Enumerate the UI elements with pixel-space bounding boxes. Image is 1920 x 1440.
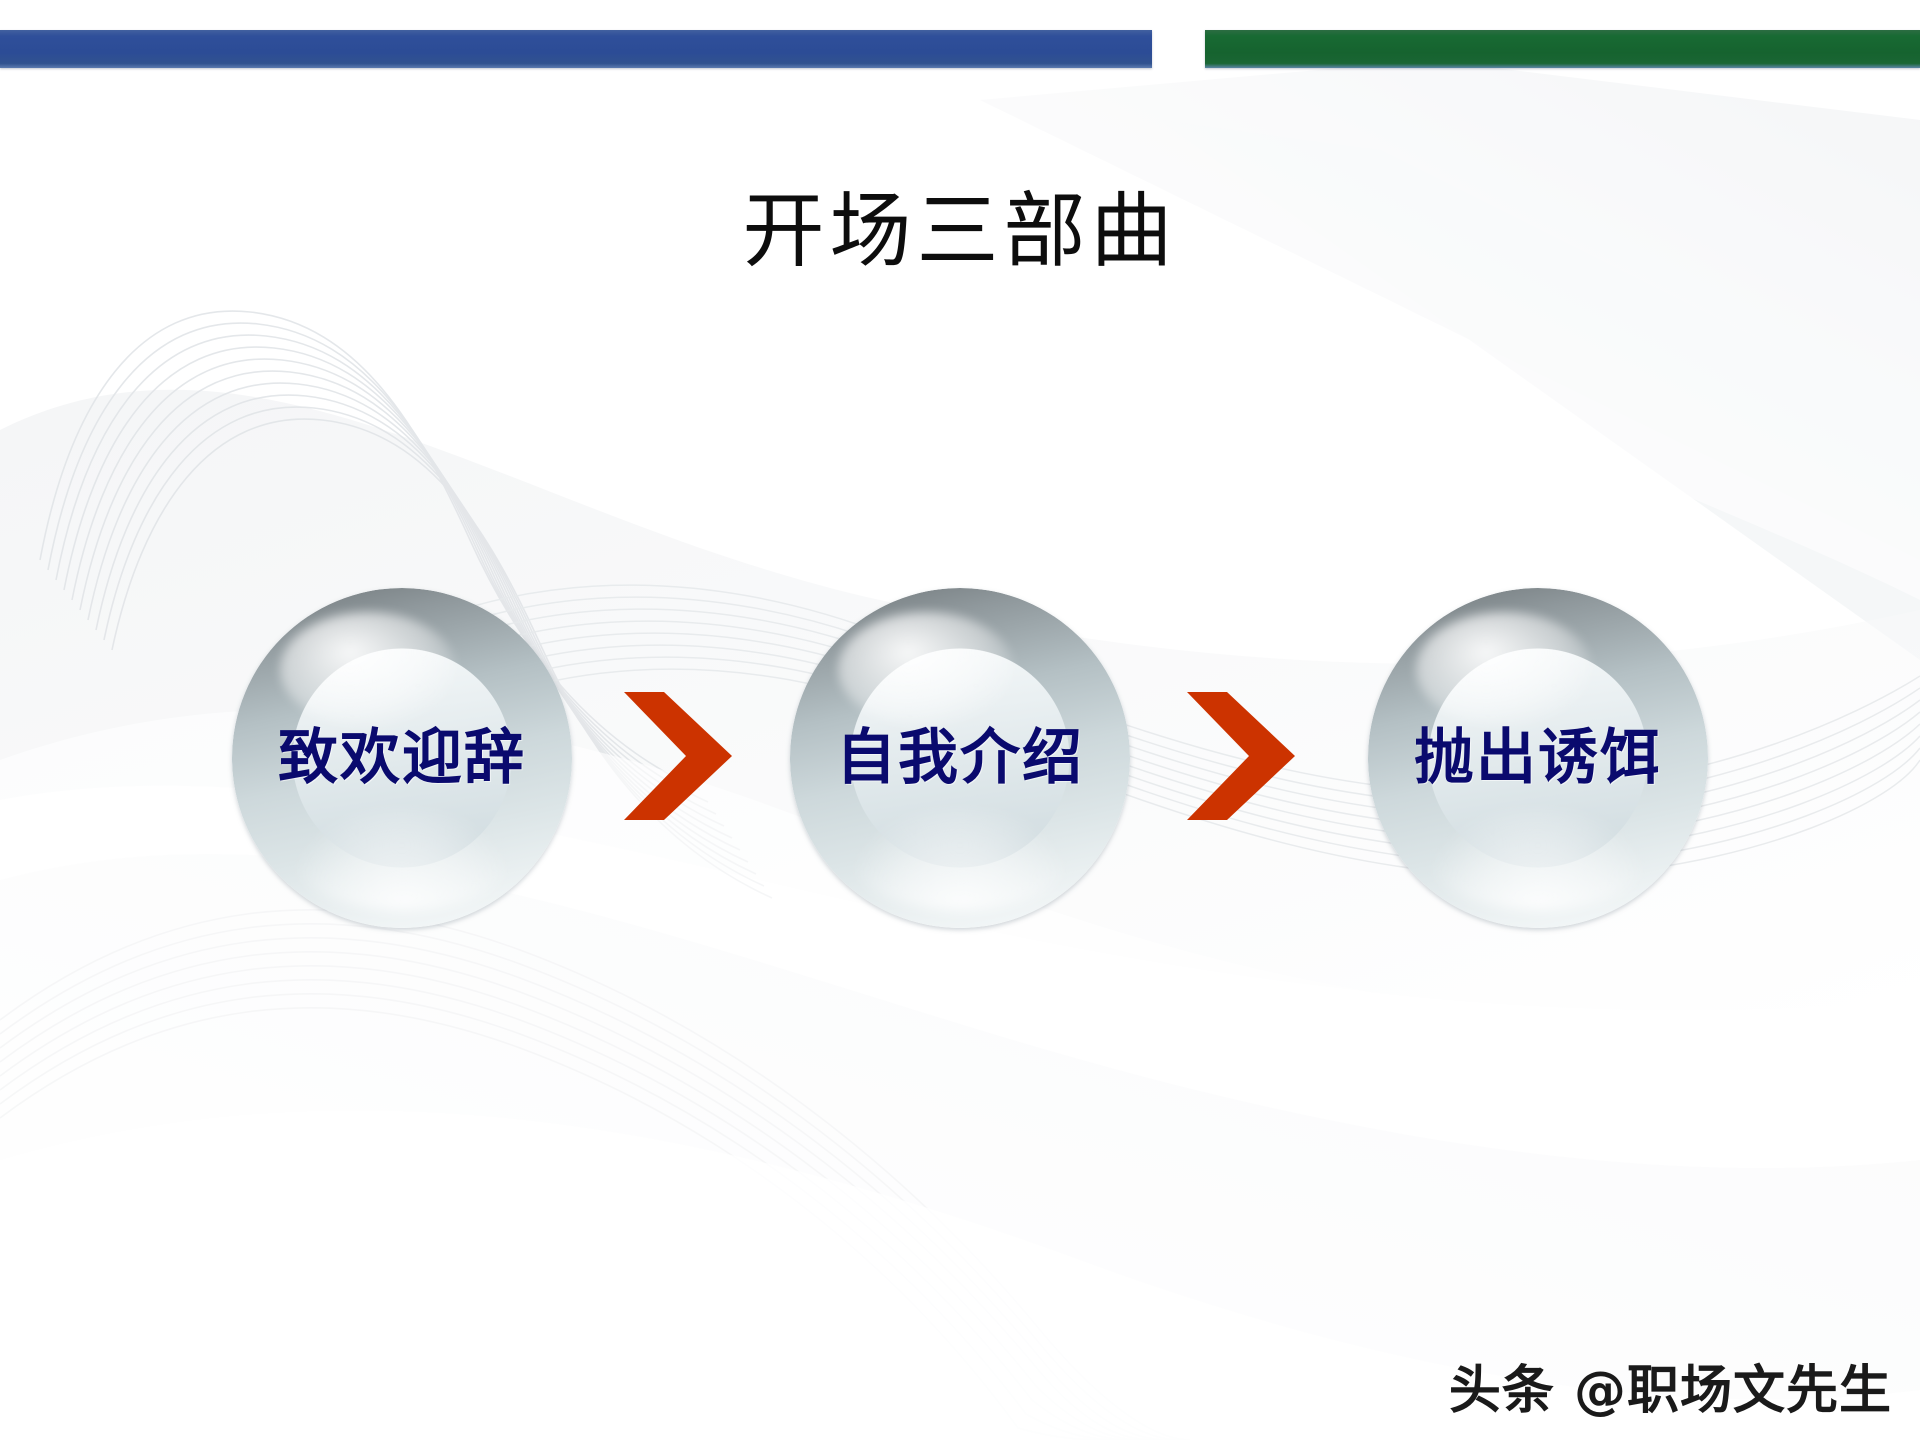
chevron-right-icon [1187, 692, 1295, 820]
process-node-1-label: 致欢迎辞 [278, 725, 526, 791]
process-node-2[interactable]: 自我介绍 [790, 588, 1130, 928]
process-node-2-label: 自我介绍 [836, 725, 1084, 791]
process-node-3[interactable]: 抛出诱饵 [1368, 588, 1708, 928]
watermark-text: 头条 @职场文先生 [1448, 1361, 1892, 1421]
process-node-1[interactable]: 致欢迎辞 [232, 588, 572, 928]
chevron-right-icon [624, 692, 732, 820]
process-node-3-label: 抛出诱饵 [1414, 725, 1662, 791]
